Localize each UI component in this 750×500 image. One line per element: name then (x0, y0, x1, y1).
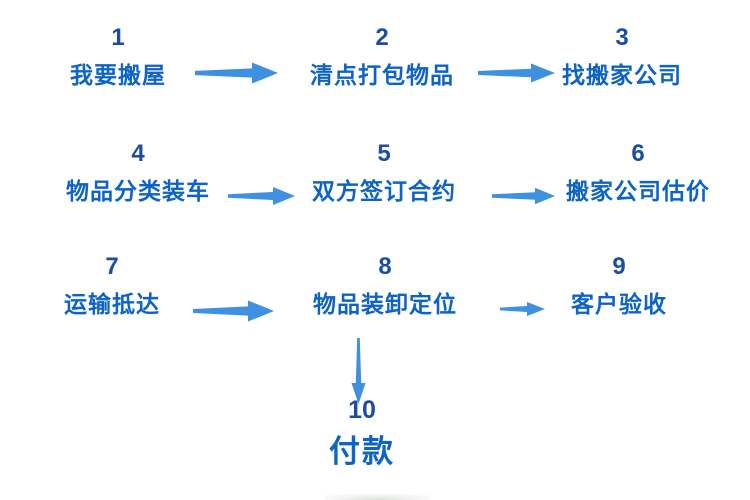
step-label: 我要搬屋 (70, 62, 166, 88)
flow-step-6: 6 搬家公司估价 (566, 142, 710, 206)
step-number: 5 (377, 140, 391, 167)
step-label: 清点打包物品 (310, 62, 454, 88)
step-number: 1 (111, 24, 125, 51)
cutoff-content-fragment (325, 494, 430, 500)
step-label: 双方签订合约 (312, 178, 456, 204)
flow-step-3: 3 找搬家公司 (562, 26, 682, 90)
arrow-down-icon (351, 338, 366, 404)
step-number: 3 (615, 24, 629, 51)
step-number: 2 (375, 24, 389, 51)
arrow-right-icon (228, 183, 295, 209)
step-number: 8 (378, 253, 392, 280)
step-label: 找搬家公司 (562, 62, 682, 88)
step-number: 9 (612, 253, 626, 280)
flow-step-4: 4 物品分类装车 (66, 142, 210, 206)
step-label: 物品分类装车 (66, 178, 210, 204)
flow-step-8: 8 物品装卸定位 (313, 255, 457, 319)
flow-step-1: 1 我要搬屋 (70, 26, 166, 90)
arrow-right-icon (500, 299, 545, 319)
step-label: 运输抵达 (64, 291, 160, 317)
flow-step-2: 2 清点打包物品 (310, 26, 454, 90)
arrow-right-icon (492, 184, 555, 208)
step-number: 7 (105, 253, 119, 280)
arrow-right-icon (193, 296, 274, 326)
flow-step-9: 9 客户验收 (571, 255, 667, 319)
step-label: 付款 (329, 434, 395, 469)
step-number: 4 (131, 140, 145, 167)
flow-step-7: 7 运输抵达 (64, 255, 160, 319)
step-label: 物品装卸定位 (313, 291, 457, 317)
arrow-right-icon (195, 58, 278, 88)
flow-step-5: 5 双方签订合约 (312, 142, 456, 206)
arrow-right-icon (478, 59, 555, 87)
step-label: 客户验收 (571, 291, 667, 317)
step-number: 10 (348, 396, 376, 424)
step-number: 6 (631, 140, 645, 167)
flow-step-10: 10 付款 (329, 398, 395, 472)
step-label: 搬家公司估价 (566, 178, 710, 204)
